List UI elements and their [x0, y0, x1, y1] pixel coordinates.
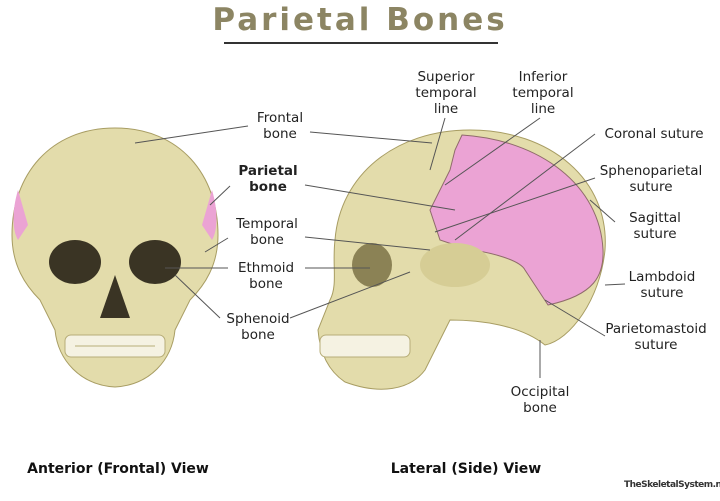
label-line: Parietomastoid — [605, 321, 707, 337]
label-line: bone — [249, 179, 287, 195]
title-underline — [224, 42, 498, 44]
leader-lines — [134, 117, 626, 378]
label-line: temporal — [512, 85, 574, 101]
label-line: suture — [633, 226, 677, 242]
label-line: suture — [634, 337, 678, 353]
label-line: line — [530, 101, 556, 117]
label-line: Superior — [417, 69, 475, 85]
label-line: temporal — [415, 85, 477, 101]
label-line: bone — [523, 400, 557, 416]
caption-anterior-view: Anterior (Frontal) View — [27, 461, 209, 477]
diagram-title: Parietal Bones — [212, 2, 508, 38]
label-line: Sphenoparietal — [599, 163, 703, 179]
label-coronal-suture: Coronal suture — [604, 126, 703, 142]
label-line: bone — [250, 232, 284, 248]
parietal-left-front — [13, 190, 28, 240]
label-line: Lambdoid — [628, 269, 696, 285]
label-line: Inferior — [518, 69, 568, 85]
label-line: Occipital — [510, 384, 570, 400]
label-line: Frontal — [256, 110, 304, 126]
label-line: bone — [241, 327, 275, 343]
label-line: bone — [263, 126, 297, 142]
label-line: Sagittal — [629, 210, 681, 226]
watermark-logo: TheSkeletalSystem.net — [624, 480, 720, 490]
label-line: Coronal suture — [604, 126, 704, 142]
caption-lateral-view: Lateral (Side) View — [390, 461, 542, 477]
label-line: suture — [629, 179, 673, 195]
label-line: Parietal — [238, 163, 298, 179]
label-line: suture — [640, 285, 684, 301]
anterior-skull — [11, 127, 219, 388]
label-line: Temporal — [236, 216, 298, 232]
label-line: line — [433, 101, 459, 117]
label-line: Sphenoid — [226, 311, 290, 327]
lateral-skull — [317, 129, 606, 390]
label-line: bone — [249, 276, 283, 292]
label-line: Ethmoid — [237, 260, 295, 276]
